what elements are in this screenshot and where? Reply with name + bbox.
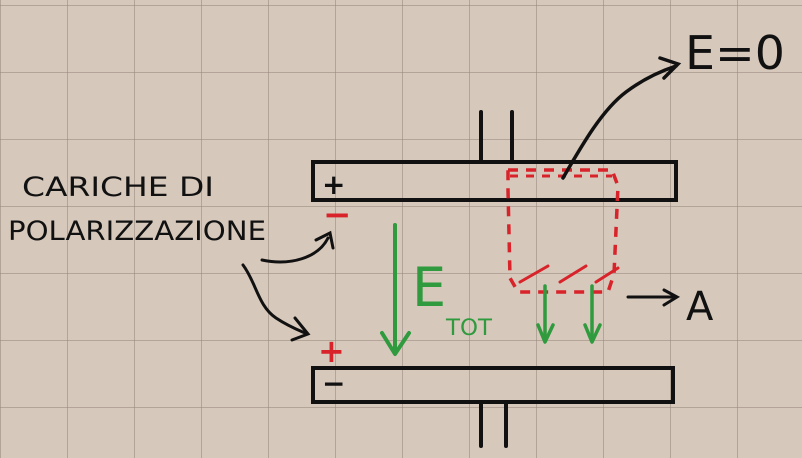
top-plate (311, 160, 678, 202)
flux-arrow-2 (583, 284, 602, 344)
bottom-plate-sign: − (322, 367, 345, 400)
polarization-label-line1: CARICHE DI (22, 172, 214, 203)
induced-negative-charge: − (323, 195, 352, 235)
flux-arrow-1 (536, 284, 555, 344)
bottom-terminal (479, 401, 508, 448)
pointer-arrow-to-a (626, 288, 681, 307)
gaussian-surface-base-bottom (518, 264, 620, 284)
point-a-label: A (686, 284, 714, 330)
pointer-arrow-to-negative (260, 230, 335, 264)
gaussian-surface (506, 168, 620, 294)
field-subscript: TOT (445, 316, 493, 341)
polarization-label-line2: POLARIZZAZIONE (8, 216, 266, 247)
field-symbol: E (412, 256, 446, 319)
pointer-arrow-to-positive (241, 263, 311, 342)
pointer-arrow-to-field-zero (561, 56, 682, 180)
top-plate-sign: + (322, 168, 345, 201)
bottom-plate (311, 366, 675, 404)
top-terminal (479, 110, 514, 162)
field-zero-label: E=0 (685, 26, 785, 80)
induced-positive-charge: + (318, 332, 345, 370)
total-field-arrow (380, 223, 411, 356)
